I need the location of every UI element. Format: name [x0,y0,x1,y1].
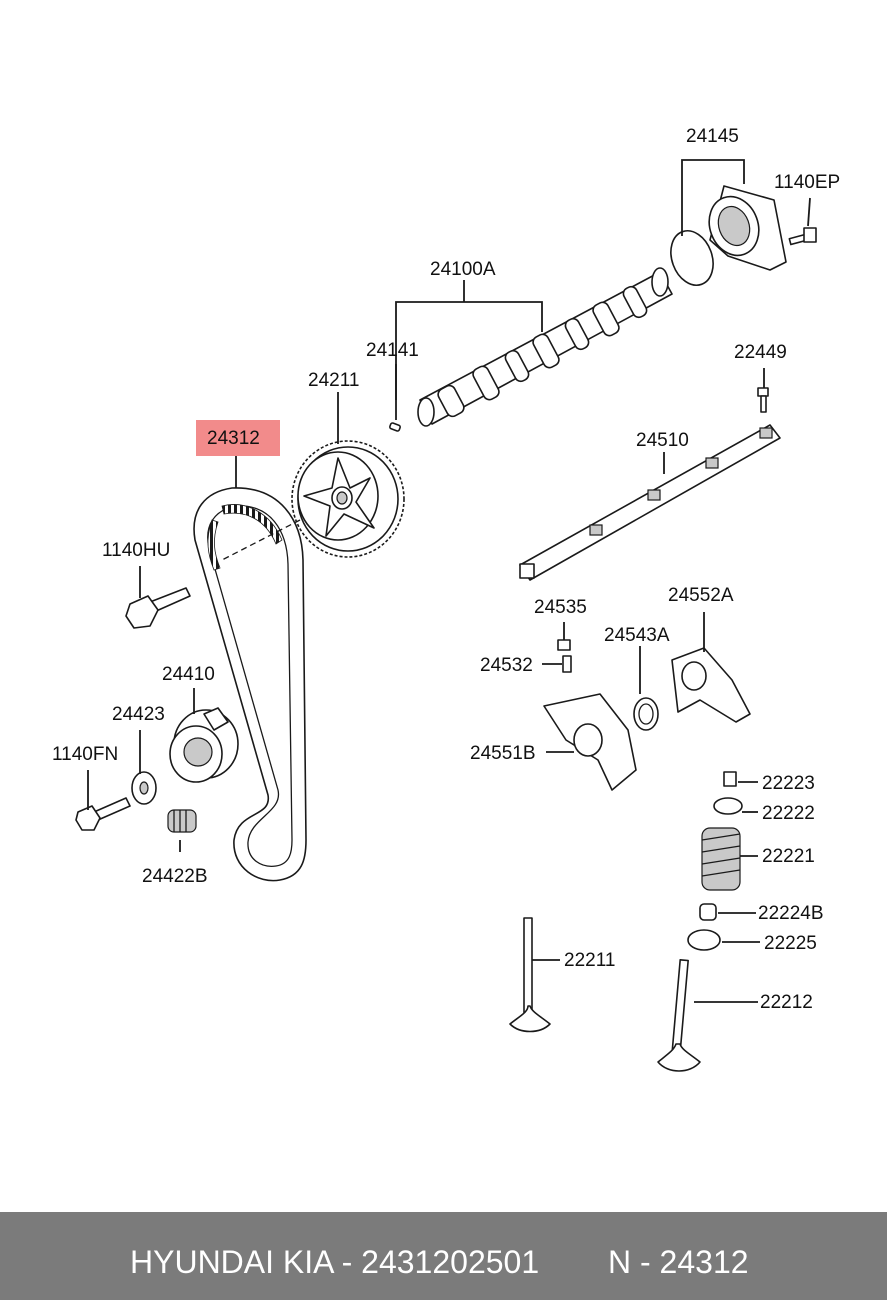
valve-seal-22224b[interactable] [699,903,717,921]
rocker-arm-24551b[interactable] [543,693,637,791]
camshaft-housing[interactable] [701,185,787,271]
label-24211[interactable]: 24211 [308,370,359,391]
valve-spring-22221[interactable] [701,827,741,891]
label-24145[interactable]: 24145 [686,126,739,147]
label-22223[interactable]: 22223 [762,773,815,794]
footer-reference: N - 24312 [608,1244,749,1280]
nut-24535[interactable] [557,639,571,651]
label-24543a[interactable]: 24543A [604,625,670,646]
label-22211[interactable]: 22211 [564,950,615,971]
bolt-1140ep[interactable] [788,227,817,246]
spring-seat-22225[interactable] [687,929,721,951]
label-24510[interactable]: 24510 [636,430,689,451]
timing-belt[interactable] [193,487,307,882]
label-24410[interactable]: 24410 [162,664,215,685]
woodruff-key[interactable] [389,422,401,432]
label-1140ep[interactable]: 1140EP [774,172,840,193]
leader-lines [87,159,811,1003]
tensioner-pulley[interactable] [169,707,239,783]
footer-bar: HYUNDAI KIA - 2431202501 N - 24312 [0,1212,887,1300]
camshaft[interactable] [417,267,673,427]
rocker-arm-24552a[interactable] [671,647,751,723]
label-24312[interactable]: 24312 [207,428,260,449]
part-labels: 24145 1140EP 24100A 24141 24211 22449 24… [52,126,840,1013]
camshaft-sprocket[interactable] [291,440,405,558]
label-22224b[interactable]: 22224B [758,903,824,924]
valve-cotter-22223[interactable] [723,771,737,787]
spring-24422b[interactable] [167,809,197,833]
highlight-box [196,420,280,456]
label-24100a[interactable]: 24100A [430,259,496,280]
label-22449[interactable]: 22449 [734,342,787,363]
label-24535[interactable]: 24535 [534,597,587,618]
label-24532[interactable]: 24532 [480,655,533,676]
bolt-1140fn[interactable] [75,797,131,831]
bolt-22449[interactable] [757,387,769,413]
label-24552a[interactable]: 24552A [668,585,734,606]
label-24551b[interactable]: 24551B [470,743,536,764]
adjust-screw-24532[interactable] [562,655,572,673]
footer-part-number: HYUNDAI KIA - 2431202501 [130,1244,540,1280]
label-1140fn[interactable]: 1140FN [52,744,118,765]
exhaust-valve-22212[interactable] [657,959,701,1072]
label-22221[interactable]: 22221 [762,846,815,867]
rocker-shaft[interactable] [519,424,781,581]
label-22212[interactable]: 22212 [760,992,813,1013]
label-1140hu[interactable]: 1140HU [102,540,170,561]
label-24141[interactable]: 24141 [366,340,419,361]
label-22225[interactable]: 22225 [764,933,817,954]
label-24422b[interactable]: 24422B [142,866,208,887]
spring-retainer-22222[interactable] [713,797,743,815]
intake-valve-22211[interactable] [509,917,551,1033]
parts-diagram: 24145 1140EP 24100A 24141 24211 22449 24… [52,126,840,1072]
label-24423[interactable]: 24423 [112,704,165,725]
label-22222[interactable]: 22222 [762,803,815,824]
bolt-1140hu[interactable] [125,587,191,629]
ring-24543a[interactable] [633,697,659,731]
